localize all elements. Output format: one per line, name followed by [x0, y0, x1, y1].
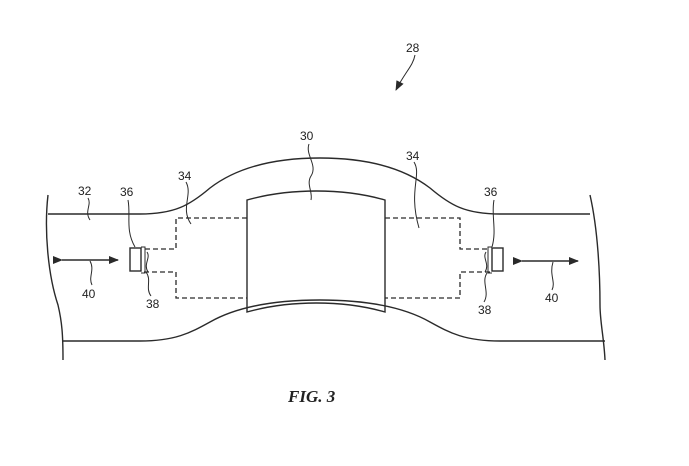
label-device: 28: [406, 41, 420, 55]
label-arrow-left: 40: [82, 287, 96, 301]
label-button-left: 36: [120, 185, 134, 199]
label-latch-right: 38: [478, 303, 492, 317]
label-arrow-right: 40: [545, 291, 559, 305]
latch-right: [484, 246, 492, 274]
latch-left: [141, 246, 149, 274]
label-housing: 30: [300, 129, 314, 143]
button-right: [491, 247, 504, 272]
housing: [246, 190, 386, 313]
label-button-right: 36: [484, 185, 498, 199]
label-latch-left: 38: [146, 297, 160, 311]
label-band: 32: [78, 184, 92, 198]
adapter-left-outline: [144, 217, 247, 299]
adapter-right-outline: [385, 217, 490, 299]
band-outline: [45, 157, 606, 361]
label-adapter-right: 34: [406, 149, 420, 163]
label-adapter-left: 34: [178, 169, 192, 183]
figure-caption: FIG. 3: [287, 387, 336, 406]
leader-lines: [87, 54, 554, 303]
button-left: [129, 247, 142, 272]
